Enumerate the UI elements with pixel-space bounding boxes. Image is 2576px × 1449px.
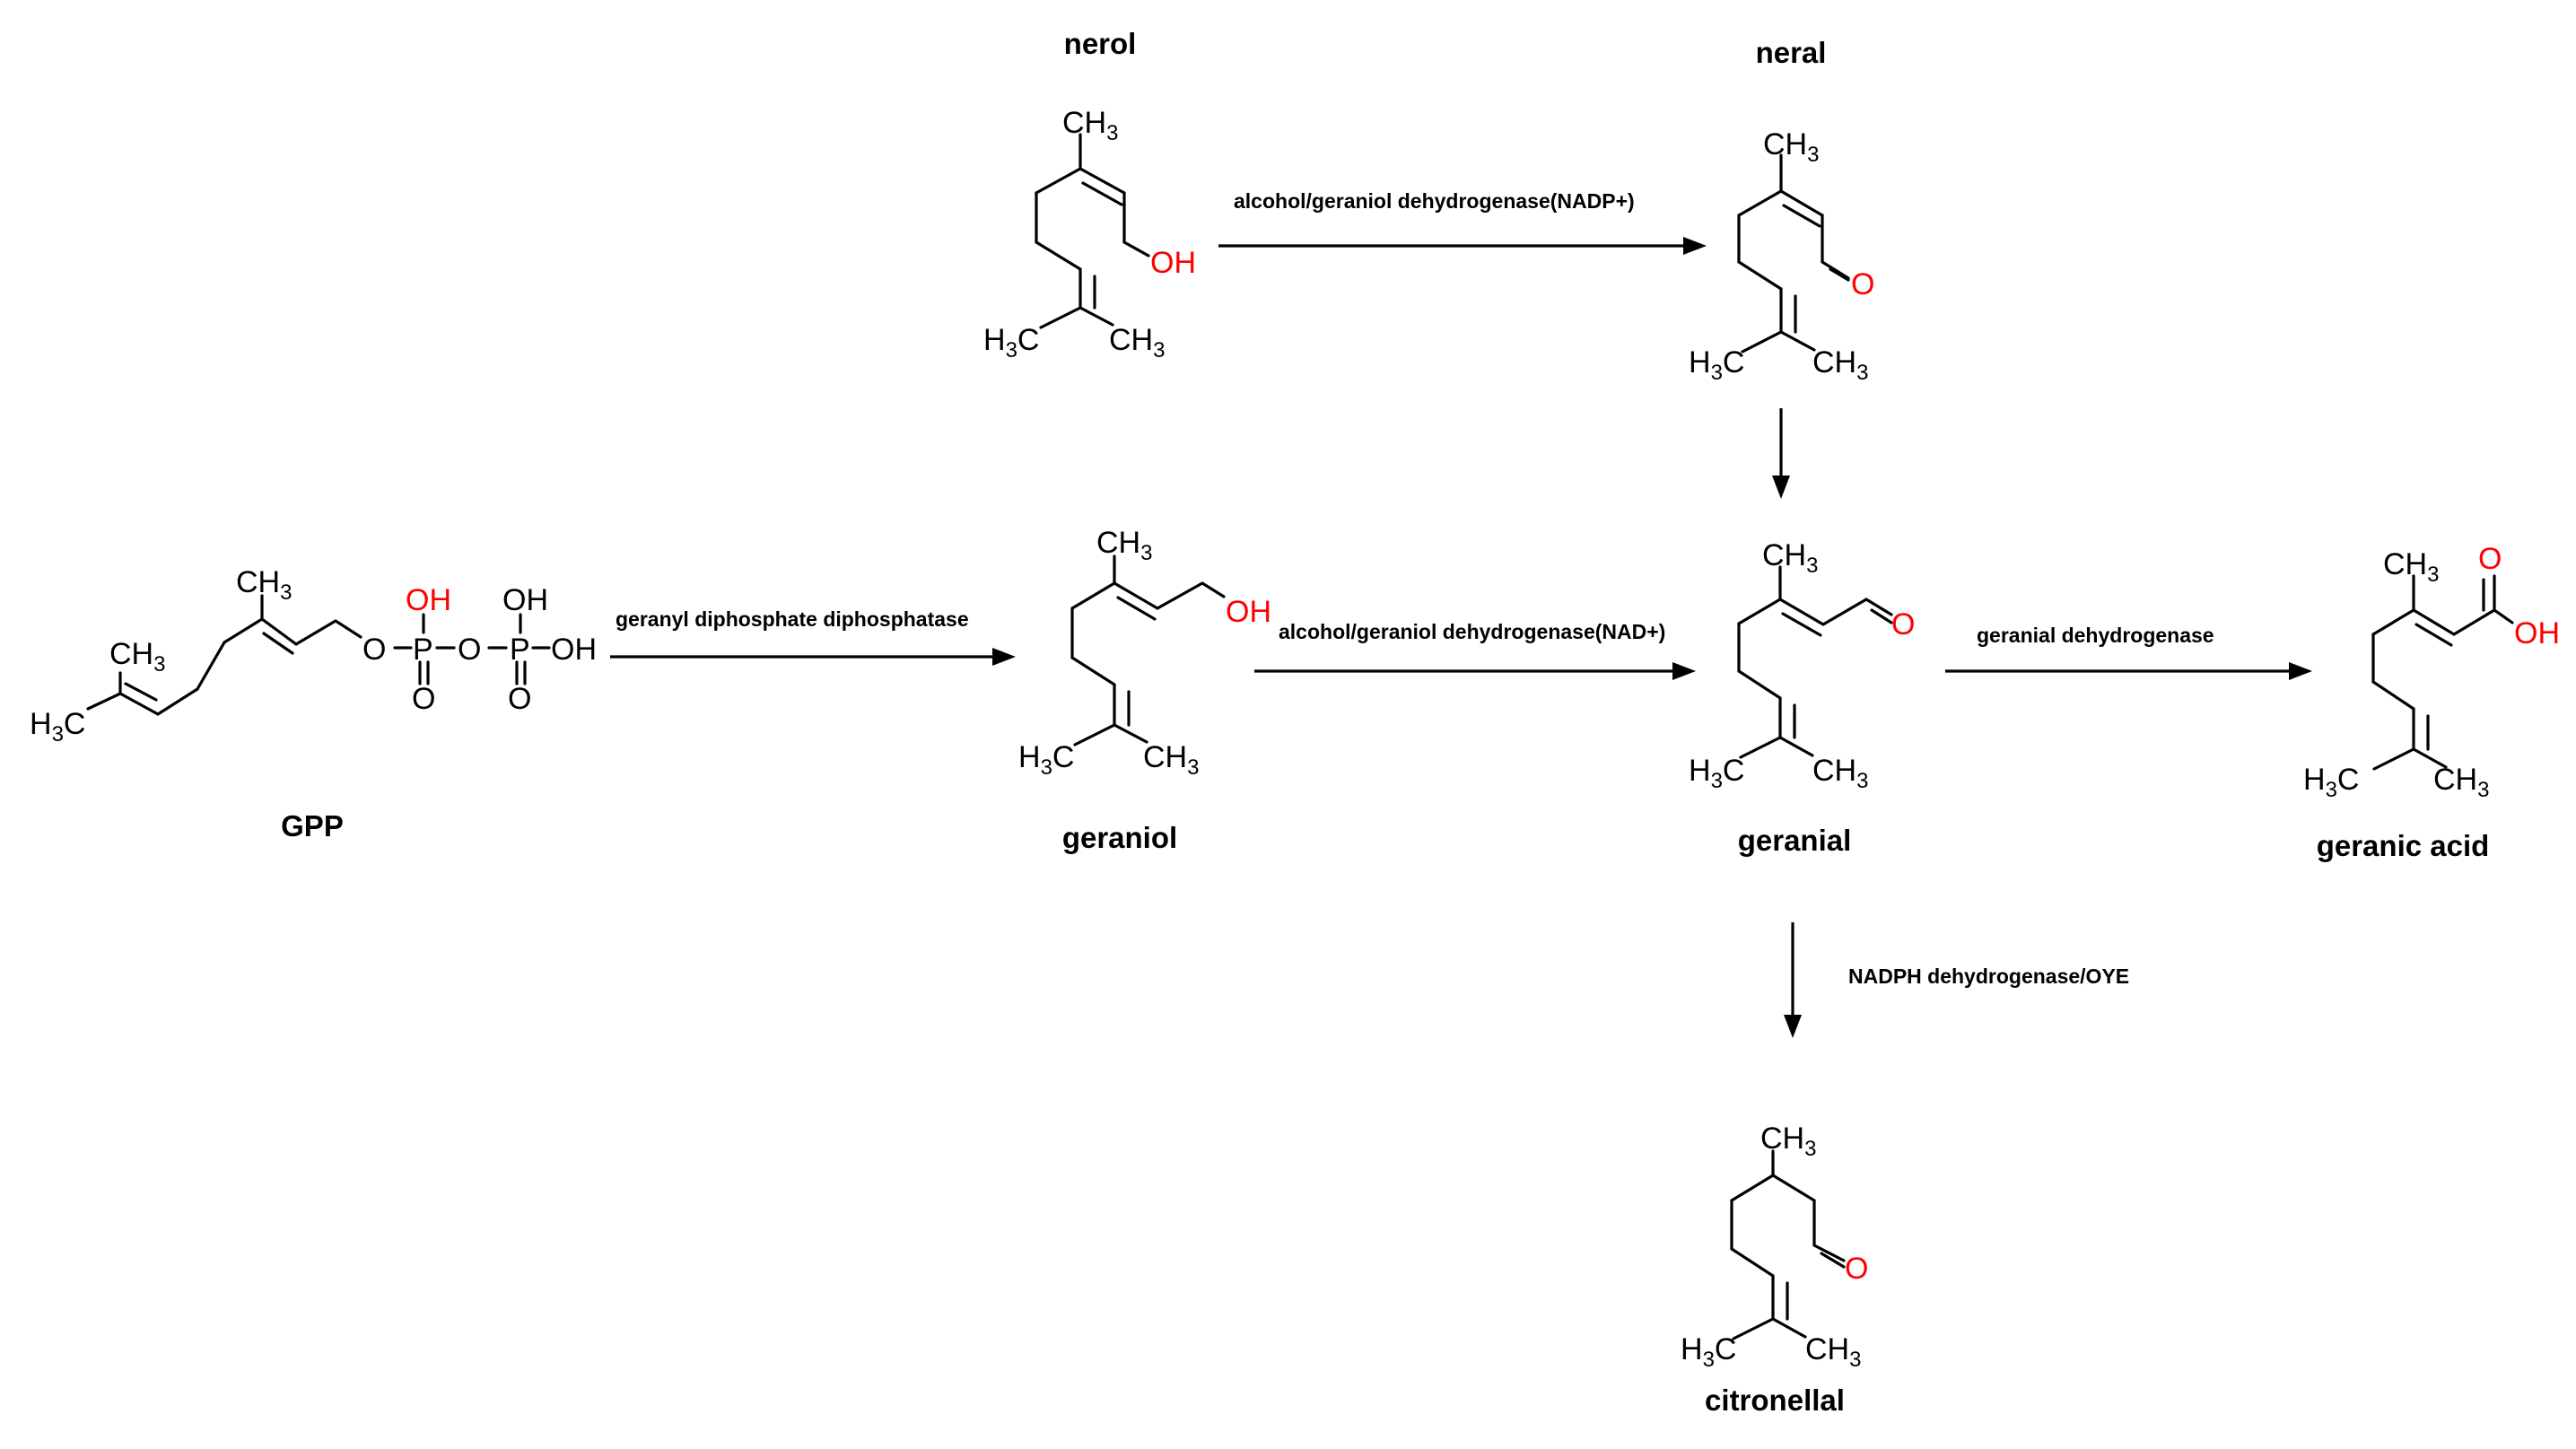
nerol-name: nerol [1064, 27, 1137, 60]
gpp-o-p2: O [508, 682, 531, 716]
nerol-h3c: H3C [983, 323, 1039, 362]
geranic-acid-o: O [2478, 542, 2502, 576]
arrow-neral-to-geranial [1772, 408, 1790, 499]
geranic-acid-h3c: H3C [2303, 763, 2359, 802]
nerol-structure [1035, 133, 1150, 329]
gpp-ch3-top: CH3 [236, 565, 292, 605]
arrow-gpp-to-geraniol [610, 648, 1016, 666]
citronellal-h3c: H3C [1681, 1332, 1736, 1372]
citronellal-ch3-top: CH3 [1760, 1122, 1816, 1161]
enzyme-label-nerol-to-neral: alcohol/geraniol dehydrogenase(NADP+) [1234, 189, 1635, 213]
enzyme-label-geranial-to-geranic: geranial dehydrogenase [1977, 624, 2214, 647]
enzyme-label-geraniol-to-geranial: alcohol/geraniol dehydrogenase(NAD+) [1279, 620, 1665, 643]
gpp-oh-p1: OH [406, 583, 451, 617]
gpp-o-bridge: O [458, 633, 481, 667]
arrow-nerol-to-neral [1218, 237, 1707, 255]
gpp-p1: P [413, 633, 433, 667]
arrow-geraniol-to-geranial [1254, 662, 1696, 680]
geraniol-h3c: H3C [1018, 740, 1074, 780]
enzyme-label-gpp-to-geraniol: geranyl diphosphate diphosphatase [616, 607, 969, 631]
neral-ch3-bottom: CH3 [1812, 345, 1868, 385]
geranic-acid-ch3-bottom: CH3 [2433, 763, 2489, 802]
geranial-h3c: H3C [1689, 754, 1744, 793]
geranial-name: geranial [1738, 824, 1852, 857]
geranial-structure [1737, 565, 1893, 759]
geraniol-name: geraniol [1062, 821, 1177, 854]
neral-ch3-top: CH3 [1763, 127, 1819, 167]
arrow-geranial-to-geranic-acid [1945, 662, 2312, 680]
enzyme-label-geranial-to-citronellal: NADPH dehydrogenase/OYE [1848, 965, 2129, 988]
geranic-acid-structure [2371, 574, 2514, 771]
geraniol-ch3-top: CH3 [1096, 526, 1152, 565]
gpp-name: GPP [281, 809, 344, 842]
geraniol-oh: OH [1226, 595, 1271, 629]
gpp-h3c: H3C [30, 707, 85, 746]
neral-structure [1737, 153, 1850, 354]
nerol-oh: OH [1150, 246, 1196, 280]
geranic-acid-oh: OH [2514, 616, 2560, 650]
neral-name: neral [1756, 36, 1827, 69]
gpp-oh-end: OH [551, 633, 597, 667]
gpp-structure [86, 594, 551, 716]
citronellal-o: O [1845, 1252, 1868, 1286]
nerol-ch3-bottom: CH3 [1109, 323, 1165, 362]
geranic-acid-name: geranic acid [2317, 829, 2490, 862]
geranial-ch3-bottom: CH3 [1812, 754, 1868, 793]
citronellal-structure [1730, 1149, 1846, 1340]
neral-o: O [1851, 267, 1874, 301]
geranic-acid-ch3-top: CH3 [2383, 547, 2439, 587]
geraniol-structure [1070, 554, 1226, 746]
citronellal-ch3-bottom: CH3 [1805, 1332, 1861, 1372]
gpp-ch3-terminal: CH3 [109, 637, 165, 676]
arrow-geranial-to-citronellal [1784, 922, 1802, 1038]
gpp-p2: P [510, 633, 530, 667]
gpp-o-p1: O [412, 682, 435, 716]
geranial-o: O [1891, 607, 1915, 642]
neral-h3c: H3C [1689, 345, 1744, 385]
geranial-ch3-top: CH3 [1762, 538, 1818, 578]
citronellal-name: citronellal [1705, 1384, 1845, 1417]
gpp-oh-p2: OH [502, 583, 548, 617]
nerol-ch3-top: CH3 [1062, 106, 1118, 145]
geraniol-ch3-bottom: CH3 [1143, 740, 1199, 780]
gpp-o-ether1: O [362, 633, 386, 667]
